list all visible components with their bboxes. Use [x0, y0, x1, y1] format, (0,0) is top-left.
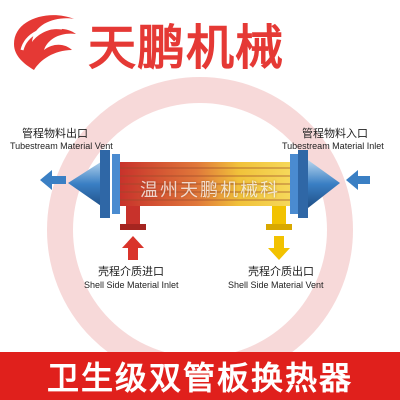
tube-outlet-label-en: Tubestream Material Vent	[10, 141, 113, 151]
shell-inlet-label-en: Shell Side Material Inlet	[84, 280, 179, 290]
phoenix-swirl-logo-icon	[14, 15, 76, 70]
left-tube-sheet	[112, 154, 120, 214]
left-head	[68, 160, 104, 208]
footer-title-banner: 卫生级双管板换热器	[0, 352, 400, 400]
shell-outlet-flange	[266, 224, 292, 230]
shell-outlet-arrow	[268, 236, 290, 260]
brand-name: 天鹏机械	[88, 20, 285, 76]
shell-outlet-label-cn: 壳程介质出口	[248, 265, 314, 278]
tube-bundle	[120, 167, 290, 201]
shell-outlet-nozzle	[272, 206, 286, 226]
right-flange	[298, 150, 308, 218]
footer-title: 卫生级双管板换热器	[46, 359, 353, 397]
header-logo-area: 天鹏机械	[0, 0, 400, 80]
right-head	[308, 160, 340, 208]
shell-inlet-nozzle	[126, 206, 140, 226]
tube-inlet-label-cn: 管程物料入口	[302, 127, 368, 140]
shell-inlet-arrow	[122, 236, 144, 260]
shell-outlet-label-en: Shell Side Material Vent	[228, 280, 324, 290]
tube-inlet-arrow	[346, 170, 370, 190]
shell-inlet-flange	[120, 224, 146, 230]
tube-outlet-arrow	[40, 170, 66, 190]
watermark-text: 温州天鹏机械科	[140, 180, 280, 201]
shell-inlet-label-cn: 壳程介质进口	[98, 265, 164, 278]
tube-outlet-label-cn: 管程物料出口	[22, 127, 88, 140]
left-flange	[100, 150, 110, 218]
tube-inlet-label-en: Tubestream Material Inlet	[282, 141, 384, 151]
right-tube-sheet	[290, 154, 298, 214]
